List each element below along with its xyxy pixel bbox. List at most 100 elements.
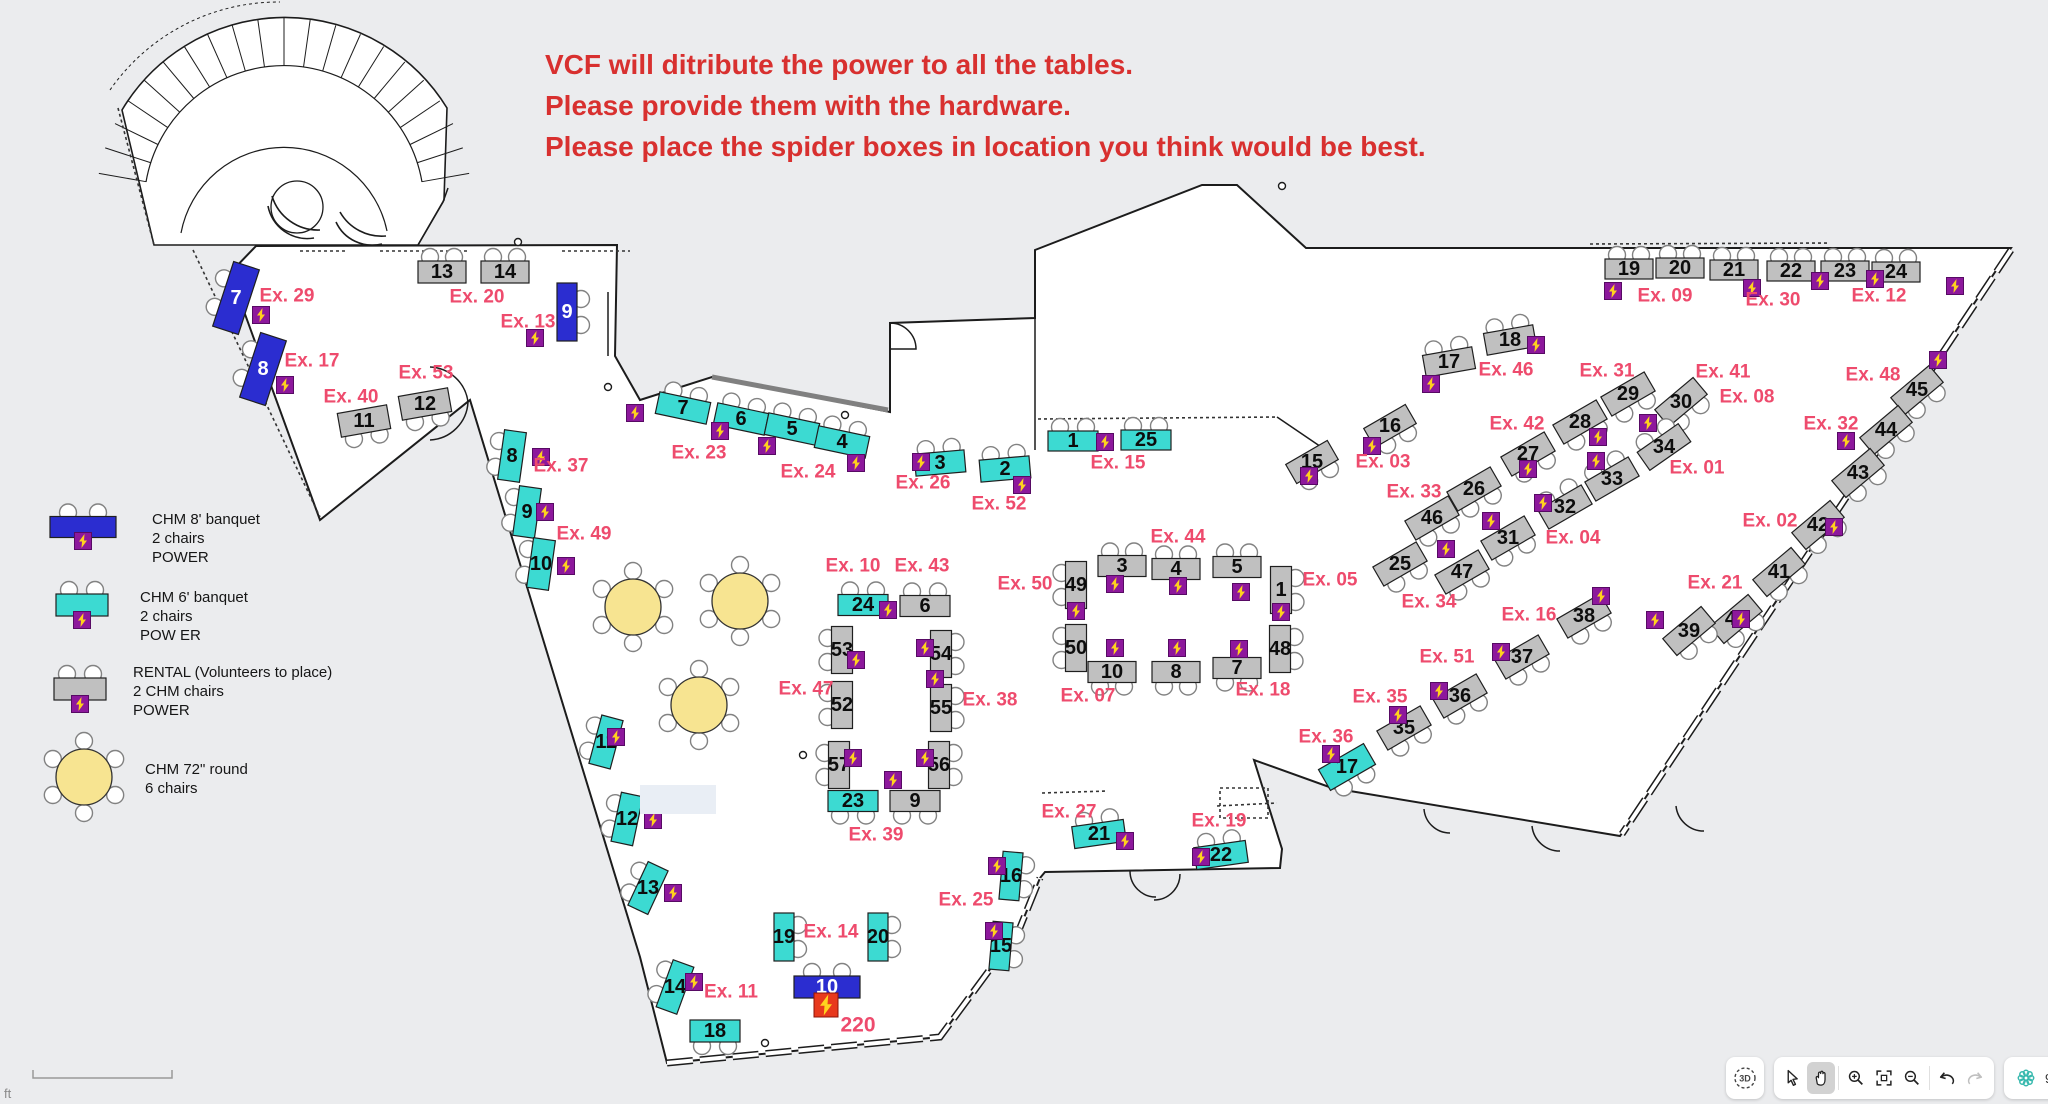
exhibit-label[interactable]: Ex. 24 <box>781 462 836 483</box>
power-icon[interactable] <box>1866 270 1884 288</box>
power-icon[interactable] <box>711 422 729 440</box>
table-47[interactable]: 47 <box>1433 546 1496 604</box>
exhibit-label[interactable]: Ex. 34 <box>1402 592 1457 613</box>
table-41[interactable]: 41 <box>1750 544 1813 606</box>
table-20[interactable]: 20 <box>1655 244 1705 280</box>
exhibit-label[interactable]: Ex. 43 <box>895 556 950 577</box>
power-icon[interactable] <box>1096 433 1114 451</box>
exhibit-label[interactable]: Ex. 11 <box>704 982 758 1003</box>
exhibit-label[interactable]: Ex. 07 <box>1061 686 1116 707</box>
power-icon[interactable] <box>758 437 776 455</box>
power-icon[interactable] <box>1492 643 1510 661</box>
table-7[interactable]: 7 <box>654 380 713 425</box>
power-icon[interactable] <box>1604 282 1622 300</box>
exhibit-label[interactable]: Ex. 40 <box>324 387 379 408</box>
power-icon[interactable] <box>526 329 544 347</box>
table-54[interactable]: 54 <box>930 629 965 679</box>
exhibit-label[interactable]: Ex. 14 <box>804 922 859 943</box>
cursor-tool-button[interactable] <box>1779 1062 1807 1094</box>
power-icon[interactable] <box>1589 428 1607 446</box>
table-24[interactable]: 24 <box>837 581 889 617</box>
table-16[interactable]: 16 <box>1362 401 1423 458</box>
hand-pan-button[interactable] <box>1807 1062 1835 1094</box>
exhibit-label[interactable]: Ex. 35 <box>1353 687 1408 708</box>
power-icon[interactable] <box>532 448 550 466</box>
table-10[interactable]: 10 <box>1087 660 1137 696</box>
exhibit-label[interactable]: Ex. 51 <box>1420 647 1475 668</box>
power-icon[interactable] <box>1592 587 1610 605</box>
exhibit-label[interactable]: Ex. 41 <box>1696 362 1751 383</box>
power-icon[interactable] <box>1811 272 1829 290</box>
power-icon[interactable] <box>1946 277 1964 295</box>
table-23[interactable]: 23 <box>1820 247 1870 283</box>
table-25[interactable]: 25 <box>1371 538 1434 596</box>
power-icon[interactable] <box>1929 351 1947 369</box>
exhibit-label[interactable]: Ex. 09 <box>1638 286 1693 307</box>
power-icon[interactable] <box>1519 460 1537 478</box>
power-icon[interactable] <box>1482 512 1500 530</box>
exhibit-label[interactable]: Ex. 05 <box>1303 570 1358 591</box>
power-icon[interactable] <box>276 376 294 394</box>
power-icon[interactable] <box>926 670 944 688</box>
exhibit-label[interactable]: Ex. 16 <box>1502 605 1557 626</box>
table-14[interactable]: 14 <box>644 955 697 1016</box>
exhibit-label[interactable]: Ex. 30 <box>1746 290 1801 311</box>
power-icon[interactable] <box>557 557 575 575</box>
table-8[interactable]: 8 <box>1151 660 1201 696</box>
power-icon[interactable] <box>1168 639 1186 657</box>
exhibit-label[interactable]: Ex. 15 <box>1091 453 1146 474</box>
table-49[interactable]: 49 <box>1052 560 1087 610</box>
table-13[interactable]: 13 <box>417 247 467 284</box>
exhibit-label[interactable]: Ex. 17 <box>285 351 340 372</box>
table-39[interactable]: 39 <box>1660 603 1723 665</box>
power-icon[interactable] <box>1639 414 1657 432</box>
power-icon[interactable] <box>1363 437 1381 455</box>
power-icon[interactable] <box>1300 467 1318 485</box>
table-37[interactable]: 37 <box>1493 631 1556 689</box>
power-220-icon[interactable] <box>813 992 839 1018</box>
table-21[interactable]: 21 <box>1070 807 1127 850</box>
table-36[interactable]: 36 <box>1431 670 1494 728</box>
table-52[interactable]: 52 <box>818 680 853 730</box>
power-icon[interactable] <box>1013 476 1031 494</box>
table-7[interactable]: 7 <box>201 258 261 336</box>
power-icon[interactable] <box>1169 577 1187 595</box>
zoom-level-value[interactable]: 91 <box>2045 1071 2048 1086</box>
table-31[interactable]: 31 <box>1479 512 1542 570</box>
exhibit-label[interactable]: Ex. 33 <box>1387 482 1442 503</box>
table-9[interactable]: 9 <box>889 789 941 825</box>
zoom-out-button[interactable] <box>1898 1062 1926 1094</box>
exhibit-label[interactable]: Ex. 10 <box>826 556 881 577</box>
table-10[interactable]: 10 <box>514 536 557 591</box>
exhibit-label[interactable]: Ex. 44 <box>1151 527 1206 548</box>
exhibit-label[interactable]: Ex. 04 <box>1546 528 1601 549</box>
table-17[interactable]: 17 <box>1317 741 1382 801</box>
table-22[interactable]: 22 <box>1766 247 1816 283</box>
power-icon[interactable] <box>1232 583 1250 601</box>
exhibit-label[interactable]: Ex. 19 <box>1192 811 1247 832</box>
power-icon[interactable] <box>1322 745 1340 763</box>
table-10[interactable]: 10 <box>793 962 861 999</box>
power-icon[interactable] <box>1527 336 1545 354</box>
power-icon[interactable] <box>1430 682 1448 700</box>
exhibit-label[interactable]: Ex. 02 <box>1743 511 1798 532</box>
table-45[interactable]: 45 <box>1888 362 1951 424</box>
exhibit-label[interactable]: Ex. 25 <box>939 890 994 911</box>
table-4[interactable]: 4 <box>1151 545 1201 581</box>
exhibit-label[interactable]: Ex. 31 <box>1580 361 1635 382</box>
power-icon[interactable] <box>985 922 1003 940</box>
exhibit-label[interactable]: Ex. 48 <box>1846 365 1901 386</box>
exhibit-label[interactable]: Ex. 39 <box>849 825 904 846</box>
table-1[interactable]: 1 <box>1269 565 1305 615</box>
table-9[interactable]: 9 <box>556 282 591 342</box>
table-13[interactable]: 13 <box>617 856 672 916</box>
power-icon[interactable] <box>1389 706 1407 724</box>
power-icon[interactable] <box>252 306 270 324</box>
power-icon[interactable] <box>916 749 934 767</box>
exhibit-label[interactable]: Ex. 08 <box>1720 387 1775 408</box>
power-icon[interactable] <box>916 639 934 657</box>
table-21[interactable]: 21 <box>1709 246 1759 282</box>
power-icon[interactable] <box>1646 611 1664 629</box>
zoom-in-button[interactable] <box>1842 1062 1870 1094</box>
exhibit-label[interactable]: Ex. 20 <box>450 287 505 308</box>
